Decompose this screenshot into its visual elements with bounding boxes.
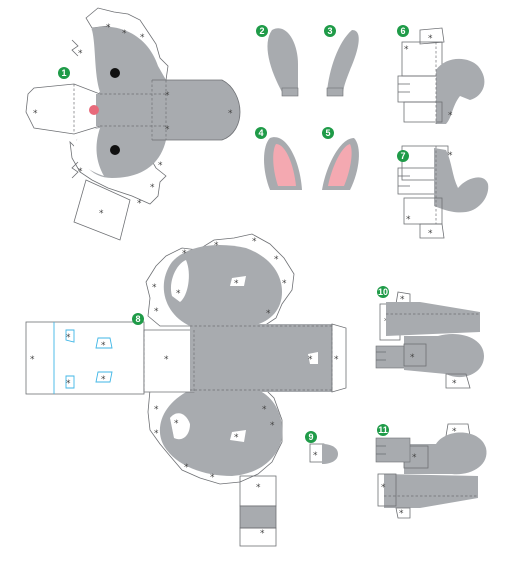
piece-5-ear-inner: 5: [322, 127, 359, 190]
part-number-8: 8: [135, 314, 140, 324]
glue-mark: *: [154, 429, 159, 439]
glue-mark: *: [165, 125, 170, 135]
glue-mark: *: [174, 419, 179, 429]
glue-mark: *: [30, 355, 35, 365]
glue-mark: *: [182, 249, 187, 259]
glue-mark: *: [452, 427, 457, 437]
piece-3-ear: 3: [324, 25, 359, 97]
part-number-3: 3: [327, 26, 332, 36]
glue-mark: *: [184, 463, 189, 473]
glue-mark: *: [334, 355, 339, 365]
glue-mark: *: [274, 255, 279, 265]
glue-mark: *: [410, 353, 415, 363]
glue-mark: *: [101, 341, 106, 351]
glue-mark: *: [99, 209, 104, 219]
glue-mark: *: [270, 421, 275, 431]
piece-1-head: * * * * * * * * * * * * * 1: [25, 7, 241, 241]
glue-mark: *: [428, 229, 433, 239]
glue-mark: *: [214, 241, 219, 251]
glue-mark: *: [78, 49, 83, 59]
glue-mark: *: [412, 453, 417, 463]
glue-mark: *: [399, 509, 404, 519]
glue-mark: *: [234, 279, 239, 289]
part-number-9: 9: [308, 432, 313, 442]
glue-mark: *: [252, 237, 257, 247]
glue-mark: *: [234, 433, 239, 443]
part-number-2: 2: [259, 26, 264, 36]
glue-mark: *: [154, 307, 159, 317]
glue-mark: *: [266, 309, 271, 319]
glue-mark: *: [308, 355, 313, 365]
glue-mark: *: [101, 375, 106, 385]
piece-10-leg: * * * * 10: [375, 286, 484, 389]
glue-mark: *: [106, 23, 111, 33]
glue-mark: *: [381, 483, 386, 493]
piece-6-arm: * * * 6: [397, 25, 485, 124]
part-number-11: 11: [378, 425, 388, 435]
glue-mark: *: [140, 33, 145, 43]
glue-mark: *: [165, 91, 170, 101]
glue-mark: *: [406, 215, 411, 225]
glue-mark: *: [210, 473, 215, 483]
glue-mark: *: [137, 199, 142, 209]
part-number-4: 4: [258, 128, 263, 138]
part-number-10: 10: [378, 287, 388, 297]
glue-mark: *: [452, 379, 457, 389]
glue-mark: *: [256, 483, 261, 493]
glue-mark: *: [66, 333, 71, 343]
piece-8-body: * * * * * * * * * * * * * * * * * * * * …: [25, 233, 347, 547]
glue-mark: *: [448, 151, 453, 161]
glue-mark: *: [66, 379, 71, 389]
part-number-5: 5: [325, 128, 330, 138]
glue-mark: *: [448, 111, 453, 121]
glue-mark: *: [122, 29, 127, 39]
glue-mark: *: [152, 283, 157, 293]
glue-mark: *: [260, 529, 265, 539]
glue-mark: *: [150, 183, 155, 193]
piece-9-tail: * 9: [305, 431, 338, 464]
glue-mark: *: [154, 405, 159, 415]
part-number-7: 7: [400, 151, 405, 161]
piece-2-ear: 2: [256, 25, 299, 97]
glue-mark: *: [176, 289, 181, 299]
piece-11-leg: * * * * 11: [375, 423, 487, 519]
glue-mark: *: [78, 167, 83, 177]
part-number-6: 6: [400, 26, 405, 36]
glue-mark: *: [158, 161, 163, 171]
glue-mark: *: [164, 355, 169, 365]
glue-mark: *: [404, 45, 409, 55]
glue-mark: *: [33, 109, 38, 119]
glue-mark: *: [400, 295, 405, 305]
part-number-badge: [58, 67, 70, 79]
glue-mark: *: [228, 109, 233, 119]
part-number-1: 1: [61, 68, 66, 78]
piece-4-ear-inner: 4: [255, 127, 302, 190]
glue-mark: *: [313, 451, 318, 461]
piece-7-arm: * * * 7: [397, 145, 489, 239]
glue-mark: *: [262, 405, 267, 415]
glue-mark: *: [428, 34, 433, 44]
glue-mark: *: [282, 279, 287, 289]
